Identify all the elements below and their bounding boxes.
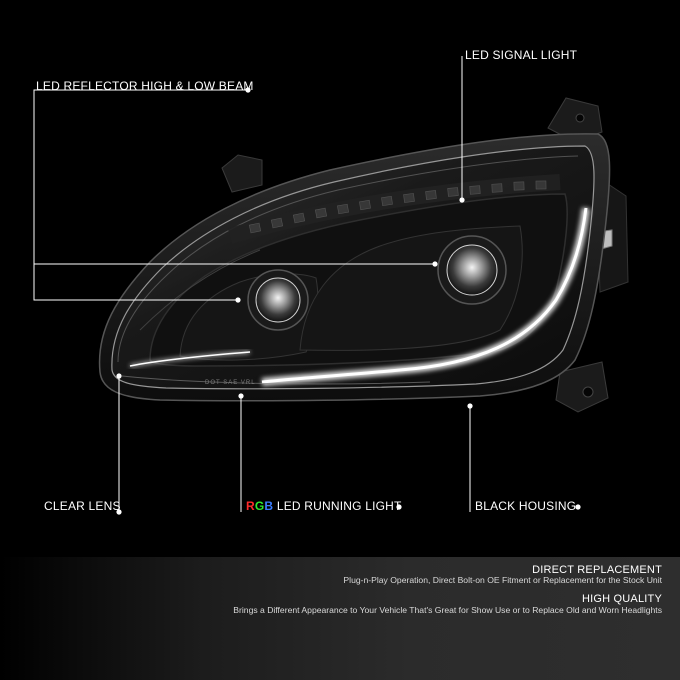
mounting-tab-top-left: [221, 154, 263, 193]
callout-lines: [33, 56, 471, 512]
callout-clear-lens: CLEAR LENS: [44, 499, 121, 513]
callout-signal: LED SIGNAL LIGHT: [465, 48, 578, 62]
callout-dots: [116, 87, 581, 515]
feature-title-direct-replacement: DIRECT REPLACEMENT: [532, 564, 662, 576]
rgb-letter-r: R: [246, 499, 255, 513]
low-beam-projector: [247, 269, 309, 331]
feature-desc-high-quality: Brings a Different Appearance to Your Ve…: [233, 605, 662, 615]
led-running-light: [129, 207, 590, 386]
led-signal-strip: [227, 174, 561, 244]
callout-reflector: LED REFLECTOR HIGH & LOW BEAM: [36, 79, 254, 93]
feature-desc-direct-replacement: Plug-n-Play Operation, Direct Bolt-on OE…: [343, 575, 662, 585]
mounting-tab-bottom-right: [555, 361, 609, 413]
rgb-letter-g: G: [254, 499, 265, 513]
high-beam-projector: [437, 235, 507, 305]
running-light-label: LED RUNNING LIGHT: [273, 499, 402, 513]
feature-footer: DIRECT REPLACEMENT Plug-n-Play Operation…: [0, 557, 680, 680]
callout-running-light: RGB LED RUNNING LIGHT: [246, 499, 402, 513]
rgb-letter-b: B: [264, 499, 274, 513]
callout-housing: BLACK HOUSING: [475, 499, 577, 513]
lens-marking: DOT SAE VRL: [205, 380, 256, 386]
feature-title-high-quality: HIGH QUALITY: [581, 593, 662, 605]
